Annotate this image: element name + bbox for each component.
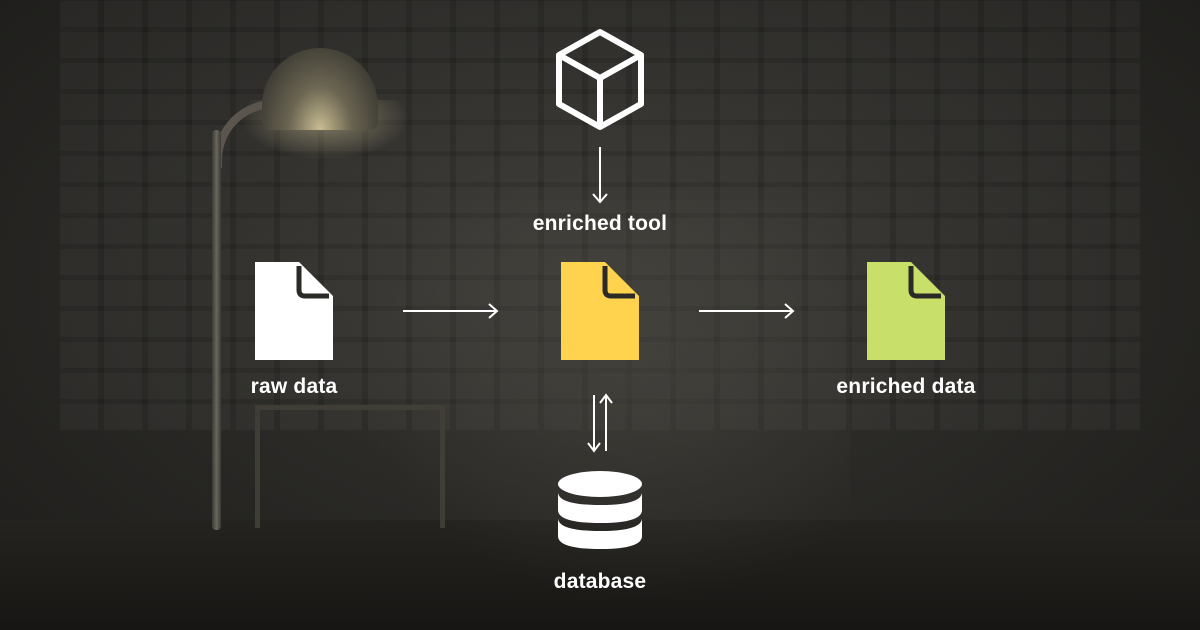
raw-data-document-icon [255,262,333,360]
raw-data-label: raw data [250,375,338,398]
enriched-data-label: enriched data [836,375,976,398]
lamp-pole [212,130,221,530]
arrow-raw-to-process [403,303,499,319]
database-icon [558,471,642,549]
enriched-tool-label: enriched tool [532,212,668,235]
cube-icon [556,29,644,130]
database-label: database [553,570,647,593]
enriched-data-document-icon [867,262,945,360]
arrow-process-database-bidirectional [587,393,613,453]
arrow-tool-down [592,147,608,204]
processing-document-icon [561,262,639,360]
arrow-process-to-enriched [699,303,795,319]
